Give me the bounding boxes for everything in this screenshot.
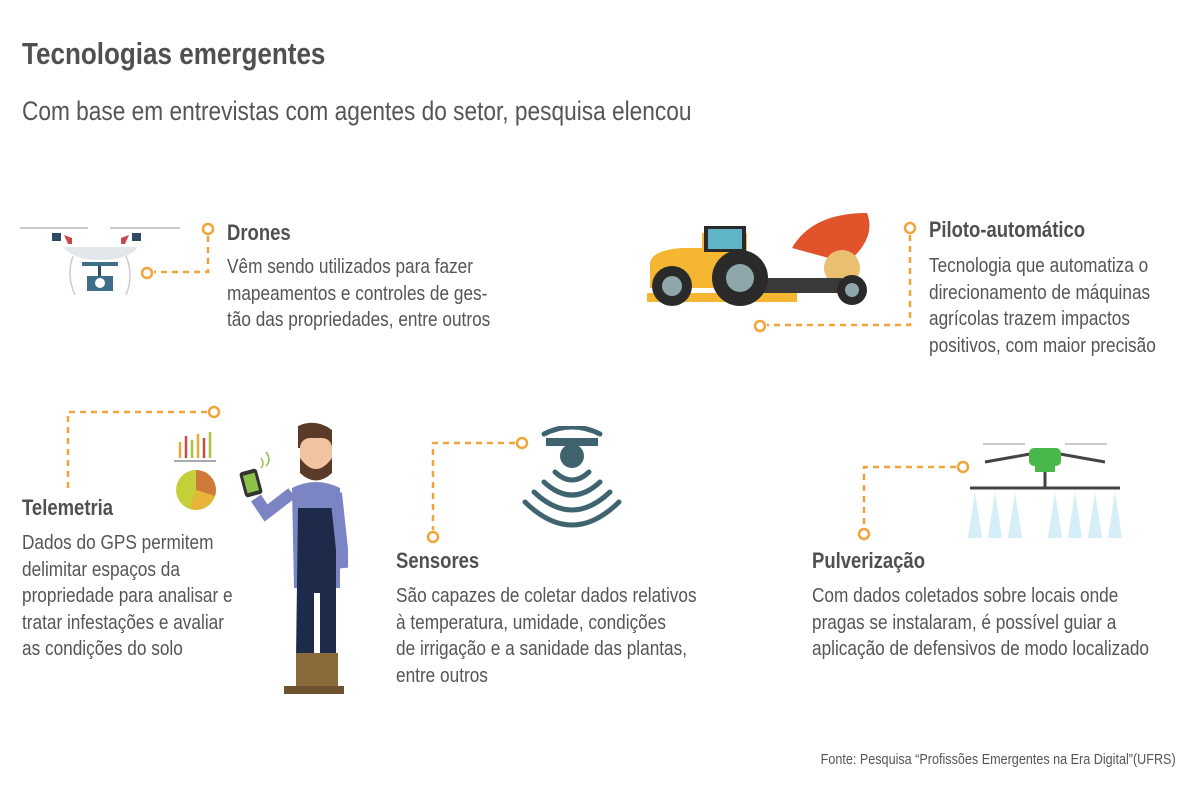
text-line: propriedade para analisar e: [22, 584, 233, 607]
page-subtitle: Com base em entrevistas com agentes do s…: [22, 96, 692, 126]
piloto-connector: [767, 235, 912, 327]
text-line: Com dados coletados sobre locais onde: [812, 584, 1119, 607]
piloto-description: Tecnologia que automatiza o direcionamen…: [929, 253, 1156, 359]
tractor-icon: [647, 213, 870, 306]
text-line: pragas se instalaram, é possível guiar a: [812, 610, 1117, 634]
pulverizacao-connector: [862, 465, 956, 527]
text-line: tão das propriedades, entre outros: [227, 308, 491, 331]
text-line: Tecnologia que automatiza o: [929, 254, 1149, 277]
farmer-with-tablet-icon: [239, 422, 348, 694]
text-line: à temperatura, umidade, condições: [396, 610, 666, 634]
sensor-signal-icon: [522, 426, 622, 528]
source-footer: Fonte: Pesquisa “Profissões Emergentes n…: [820, 751, 1176, 768]
pulverizacao-heading: Pulverização: [812, 548, 925, 573]
text-line: direcionamento de máquinas: [929, 280, 1151, 304]
drones-heading: Drones: [227, 220, 291, 245]
text-line: delimitar espaços da: [22, 557, 180, 581]
pie-chart-icon: [176, 470, 216, 510]
text-line: Vêm sendo utilizados para fazer: [227, 255, 474, 278]
telemetria-heading: Telemetria: [22, 495, 114, 520]
sensores-description: São capazes de coletar dados relativos à…: [396, 583, 697, 689]
text-line: Dados do GPS permitem: [22, 531, 214, 554]
text-line: positivos, com maior precisão: [929, 333, 1156, 357]
telemetria-connector: [66, 410, 207, 490]
text-line: São capazes de coletar dados relativos: [396, 584, 697, 607]
text-line: de irrigação e a sanidade das plantas,: [396, 637, 688, 660]
telemetria-description: Dados do GPS permitem delimitar espaços …: [22, 530, 233, 663]
text-line: aplicação de defensivos de modo localiza…: [812, 637, 1149, 660]
text-line: as condições do solo: [22, 637, 183, 660]
sensores-heading: Sensores: [396, 548, 480, 573]
spray-drone-icon: [968, 443, 1122, 538]
page-title: Tecnologias emergentes: [22, 36, 326, 71]
chart-icons: [174, 432, 216, 510]
drones-description: Vêm sendo utilizados para fazer mapeamen…: [227, 254, 490, 334]
drones-connector: [154, 236, 210, 274]
text-line: agrícolas trazem impactos: [929, 307, 1130, 330]
sensores-connector: [431, 441, 515, 530]
text-line: entre outros: [396, 663, 488, 687]
text-line: mapeamentos e controles de ges-: [227, 281, 488, 305]
pulverizacao-description: Com dados coletados sobre locais onde pr…: [812, 583, 1149, 663]
bar-chart-icon: [174, 432, 216, 462]
piloto-heading: Piloto-automático: [929, 217, 1086, 242]
text-line: tratar infestações e avaliar: [22, 610, 224, 634]
drone-icon: [20, 227, 180, 296]
